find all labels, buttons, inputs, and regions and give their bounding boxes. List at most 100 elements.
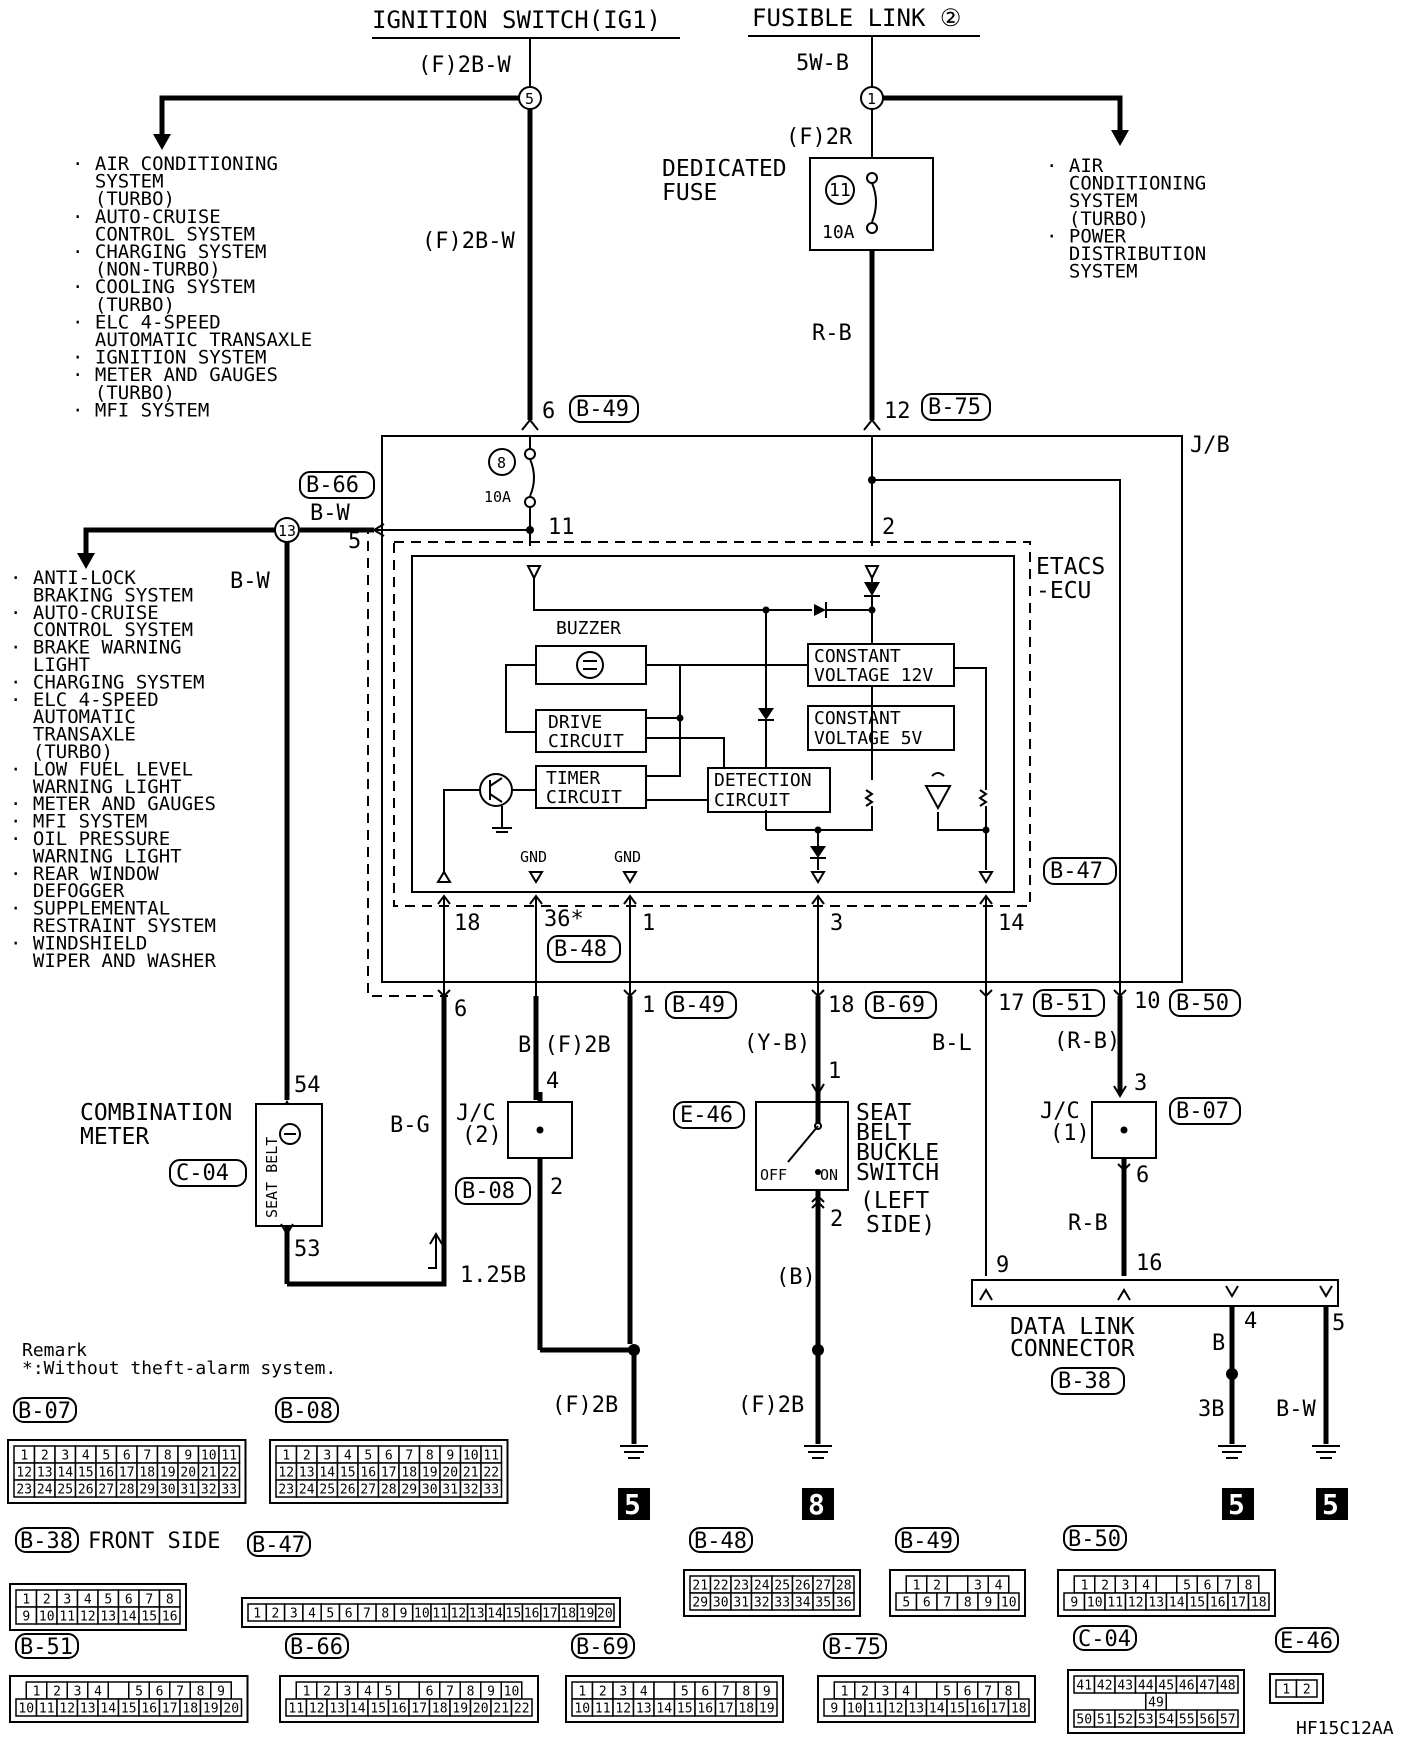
connector-pin-number: 10 [504,1685,520,1700]
connector-pin-number: 2 [53,1685,61,1700]
connector-view-tag-text: C-04 [1078,1627,1131,1652]
connector-pin-number: 27 [98,1483,114,1498]
left-list-mid-line: · METER AND GAUGES [10,793,216,815]
connector-pin-cell [480,1479,503,1498]
left-list-top-line: · METER AND GAUGES [72,364,278,386]
connector-pin-number: 2 [861,1685,869,1700]
seat-switch-label-4: SWITCH [856,1160,939,1186]
drive-circuit-label-1: DRIVE [548,712,602,733]
connector-pin-number: 31 [733,1596,749,1611]
const-12v-label-1: CONSTANT [814,646,901,667]
connector-pin-number: 12 [278,1466,294,1481]
connector-pin-cell [1247,1592,1270,1611]
connector-pin-number: 18 [182,1702,198,1717]
connector-pin-number: 1 [20,1449,28,1464]
pin-2-jc2: 2 [550,1175,563,1200]
ecu-pin-14: 14 [998,911,1025,936]
connector-pin-number: 56 [1199,1713,1215,1728]
connector-pin-number: 30 [422,1483,438,1498]
left-list-top-line: · AUTO-CRUISE [72,206,221,228]
connector-pin-number: 28 [119,1483,135,1498]
connector-pin-number: 12 [615,1702,631,1717]
connector-pin-number: 18 [432,1702,448,1717]
connector-view-tag-text: B-51 [20,1635,73,1660]
pin-1-switch: 1 [828,1059,841,1084]
connector-pin-number: 14 [350,1702,366,1717]
wire-yb: (Y-B) [744,1031,810,1056]
dlc-label-2: CONNECTOR [1010,1336,1135,1362]
left-list-top-line: CONTROL SYSTEM [72,223,255,245]
left-list-mid-line: TRANSAXLE [10,724,136,746]
seat-switch-label-3: BUCKLE [856,1140,939,1166]
fuse-8-number: 8 [497,454,506,472]
wire-125b: 1.25B [460,1263,526,1288]
buzzer-icon [576,651,604,679]
connector-pin-number: 18 [560,1607,576,1622]
right-list-top-line: CONDITIONING [1046,173,1206,195]
seat-switch-label-2: BELT [856,1120,912,1146]
connector-pin-number: 24 [37,1483,53,1498]
ground-point-5a [618,1488,650,1520]
connector-pin-number: 13 [908,1702,924,1717]
ground-point-5c-label: 5 [1322,1488,1339,1521]
connector-pin-number: 9 [184,1449,192,1464]
connector-pin-number: 26 [795,1579,811,1594]
connector-pin-number: 23 [278,1483,294,1498]
connector-pin-number: 20 [223,1702,239,1717]
connector-pin-number: 31 [442,1483,458,1498]
dlc-pin-4: 4 [1244,1309,1257,1334]
detection-circuit-box [707,767,831,813]
jb-pin-5: 5 [348,529,361,554]
connector-pin-number: 5 [102,1449,110,1464]
left-list-mid-line: WARNING LIGHT [10,776,182,798]
connector-pin-number: 9 [217,1685,225,1700]
connector-pin-number: 15 [506,1607,522,1622]
connector-pin-number: 27 [360,1483,376,1498]
connector-pin-number: 8 [197,1685,205,1700]
connector-pin-number: 19 [579,1607,595,1622]
left-list-mid-line: DEFOGGER [10,880,125,902]
connector-view-tag [13,1397,77,1423]
connector-pin-number: 50 [1076,1713,1092,1728]
connector-pin-number: 4 [94,1685,102,1700]
connector-pin-cell [946,1575,969,1594]
connector-tag-b50-lower [1169,989,1241,1017]
connector-pin-number: 17 [381,1466,397,1481]
ecu-output-wiring: 18 36* B-48 1 3 14 [437,894,1025,996]
connector-pin-number: 34 [795,1596,811,1611]
connector-pin-number: 10 [847,1702,863,1717]
arrow-down-left-mid [77,553,95,569]
connector-tag-b51-lower [1033,989,1105,1017]
connector-pin-number: 1 [578,1685,586,1700]
seat-switch-label-1: SEAT [856,1100,912,1126]
connector-pin-number: 23 [733,1579,749,1594]
ground-symbol-c [1218,1445,1246,1459]
connector-pin-number: 29 [139,1483,155,1498]
connector-pin-cell [398,1681,420,1700]
connector-pin-number: 10 [463,1449,479,1464]
wire-rb-paren: (R-B) [1054,1029,1120,1054]
connector-pin-number: 5 [1183,1579,1191,1594]
connector-view-suffix: FRONT SIDE [88,1529,220,1554]
connector-pin-number: 4 [84,1593,92,1608]
connector-pin-number: 11 [221,1449,237,1464]
left-list-top-line: (NON-TURBO) [72,259,221,281]
connector-view-tag [285,1633,349,1659]
connector-pin-number: 20 [597,1607,613,1622]
wire-f2b-ground-a: (F)2B [552,1393,618,1418]
connector-view-tag [689,1527,753,1553]
data-link-connector-box [971,1279,1339,1307]
connector-tag-b50-lower-text: B-50 [1176,991,1229,1016]
connector-pin-number: 6 [125,1593,133,1608]
connector-pin-number: 13 [100,1610,116,1625]
pin-18-lower: 18 [828,993,855,1018]
splice-node-5-label: 5 [525,90,534,108]
connector-pin-number: 12 [16,1466,32,1481]
jb-label: J/B [1190,433,1230,458]
drive-circuit-box [535,709,647,753]
connector-pin-number: 41 [1076,1679,1092,1694]
left-list-mid-line: · ELC 4-SPEED [10,689,159,711]
